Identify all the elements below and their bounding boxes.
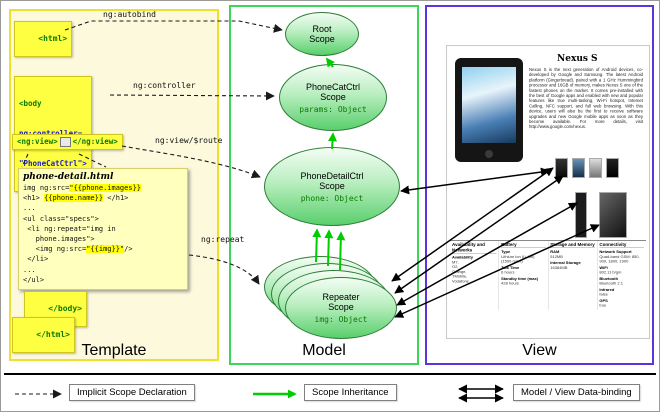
- repeater-scope-name: Repeater: [322, 292, 360, 302]
- note-code-line: ...: [23, 265, 36, 274]
- spec-column-header: Connectivity: [599, 242, 644, 248]
- annotation-ng-repeat: ng:repeat: [201, 235, 245, 244]
- spec-item: 428 hours: [501, 281, 519, 286]
- spec-item: WiFi: [599, 265, 608, 270]
- annotation-ng-autobind: ng:autobind: [103, 10, 156, 19]
- body-open-line1: <body: [19, 99, 42, 108]
- body-open-line3: "PhoneCatCtrl">: [19, 159, 87, 168]
- phonecatctrl-scope-ellipse: PhoneCatCtrl Scope params: Object: [279, 64, 387, 131]
- ng-view-open-text: <ng:view>: [17, 137, 58, 146]
- phone-home-button-icon: [485, 150, 493, 158]
- phonedetail-scope-code: phone: Object: [300, 193, 364, 203]
- note-code-line: <img ng:src="{{img}}"/>: [23, 245, 133, 254]
- template-column-label: Template: [81, 342, 147, 359]
- spec-item: 6 hours: [501, 270, 515, 275]
- phone-description: Nexus S is the next generation of Androi…: [529, 67, 643, 130]
- phonecat-scope-name: PhoneCatCtrl: [305, 81, 361, 92]
- phone-thumbnail: [606, 158, 619, 178]
- spec-column-header: Storage and Memory: [550, 242, 595, 248]
- note-code: img ng:src="{{phone.images}} <h1> {{phone…: [23, 183, 183, 285]
- note-code-line: <h1> {{phone.name}} </h1>: [23, 194, 129, 203]
- html-close-text: </html>: [36, 330, 70, 339]
- html-open-text: <html>: [38, 34, 68, 43]
- phone-hero-image: [455, 58, 523, 162]
- phonecat-scope-code: params: Object: [299, 104, 367, 114]
- note-title: phone-detail.html: [23, 172, 114, 182]
- phone-thumbnail-side: [575, 192, 587, 238]
- spec-item: GPS: [599, 298, 608, 303]
- legend-implicit-scope: Implicit Scope Declaration: [69, 384, 195, 401]
- spec-item: 802.11 b/g/n: [599, 270, 622, 275]
- view-placeholder-icon: [59, 137, 71, 147]
- annotation-ng-view-route: ng:view/$route: [155, 136, 223, 145]
- spec-item: Bluetooth: [599, 276, 619, 281]
- repeater-scope-ellipse: Repeater Scope img: Object: [285, 277, 397, 339]
- spec-column-header: Availability and Networks: [452, 242, 497, 254]
- note-code-line: <ul class="specs">: [23, 214, 99, 223]
- note-code-line: <li ng:repeat="img in: [23, 224, 116, 233]
- legend-scope-inheritance: Scope Inheritance: [304, 384, 397, 401]
- note-code-line: </ul>: [23, 275, 45, 284]
- note-code-line: img ng:src="{{phone.images}}: [23, 184, 142, 192]
- phone-title: Nexus S: [557, 54, 598, 64]
- spec-item: 512MB: [550, 254, 563, 259]
- html-close-tag: </html>: [12, 317, 75, 353]
- spec-item: Network Support: [599, 249, 632, 255]
- model-column-label: Model: [302, 342, 346, 359]
- legend-separator: [4, 373, 656, 375]
- phonedetail-scope-name2: Scope: [319, 180, 345, 191]
- phone-detail-note: phone-detail.html img ng:src="{{phone.im…: [18, 168, 188, 290]
- spec-item: Lithium Ion (Li-Ion) (1500 mAH): [501, 254, 535, 264]
- html-open-tag: <html>: [14, 21, 73, 57]
- view-column-label: View: [522, 342, 557, 359]
- spec-item: Quad-band GSM: 850, 900, 1800, 1900: [599, 254, 640, 264]
- phonedetail-scope-name: PhoneDetailCtrl: [300, 170, 364, 181]
- note-code-line: phone.images">: [23, 235, 95, 244]
- body-close-text: </body>: [48, 304, 82, 313]
- legend-data-binding: Model / View Data-binding: [513, 384, 640, 401]
- spec-item: true: [599, 303, 607, 308]
- root-scope-ellipse: Root Scope: [285, 12, 359, 56]
- phone-thumbnail: [589, 158, 602, 178]
- phone-thumbnail-row: [555, 158, 619, 178]
- spec-item: 16384MB: [550, 265, 568, 270]
- phone-hero-screen: [462, 67, 516, 143]
- phone-detail-page: Nexus S Nexus S is the next generation o…: [446, 45, 650, 339]
- spec-item: false: [599, 292, 608, 297]
- spec-item: Bluetooth 2.1: [599, 281, 623, 286]
- phone-thumbnail: [555, 158, 568, 178]
- root-scope-name2: Scope: [309, 34, 335, 44]
- repeater-scope-name2: Scope: [328, 302, 354, 312]
- spec-item: Infrared: [599, 287, 615, 292]
- note-code-line: </li>: [23, 255, 49, 264]
- annotation-ng-controller: ng:controller: [133, 81, 196, 90]
- spec-column-header: Battery: [501, 242, 546, 248]
- phonecat-scope-name2: Scope: [320, 91, 346, 102]
- repeater-scope-code: img: Object: [314, 315, 368, 324]
- spec-item: Vodafone: [452, 278, 469, 284]
- phone-thumbnail: [572, 158, 585, 178]
- phonedetailctrl-scope-ellipse: PhoneDetailCtrl Scope phone: Object: [264, 147, 400, 226]
- phone-thumbnail-back: [599, 192, 627, 238]
- body-open-line2: ng:controller=: [19, 129, 87, 139]
- note-code-line: ...: [23, 204, 36, 213]
- ng-view-close-text: </ng:view>: [72, 137, 118, 146]
- root-scope-name: Root: [312, 24, 332, 34]
- ng-view-tag: <ng:view> </ng:view>: [12, 134, 123, 150]
